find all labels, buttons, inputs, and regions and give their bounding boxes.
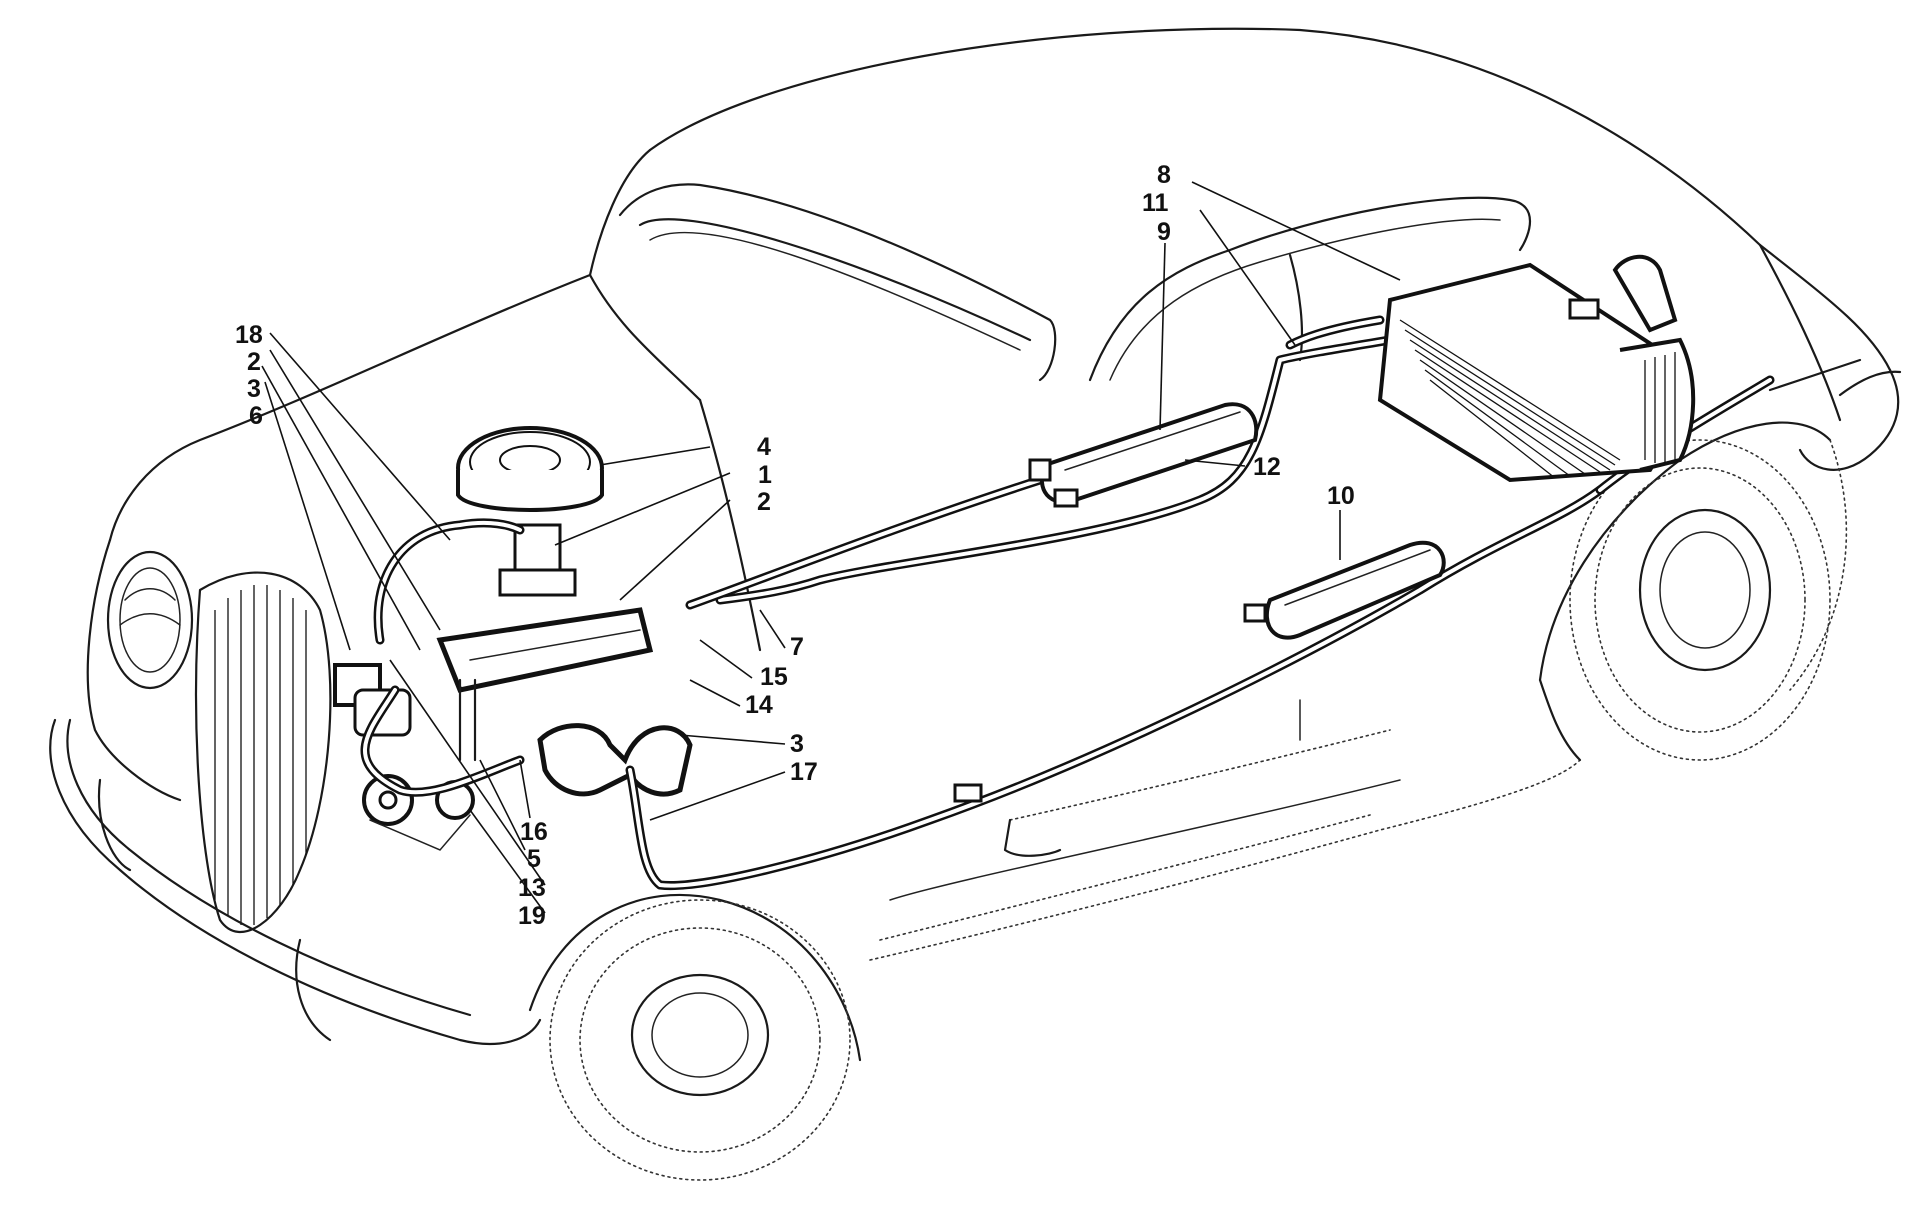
callout-11: 11 (1142, 189, 1169, 217)
callout-5: 5 (527, 845, 541, 873)
callout-18: 18 (235, 321, 263, 349)
callout-15: 15 (760, 663, 788, 691)
callout-labels: 18 2 3 6 4 1 2 8 11 9 12 10 7 15 14 3 17… (235, 161, 1355, 930)
callout-1: 1 (758, 461, 772, 489)
callout-4: 4 (757, 433, 771, 461)
callout-2-right: 2 (757, 488, 771, 516)
callout-9: 9 (1157, 218, 1171, 246)
callout-17: 17 (790, 758, 818, 786)
callout-13: 13 (518, 874, 546, 902)
grille-hatching (214, 585, 307, 925)
car-body-outline (49, 27, 1902, 1181)
callout-6: 6 (249, 402, 263, 430)
callout-16: 16 (520, 818, 548, 846)
callout-12: 12 (1253, 453, 1281, 481)
callout-3-left: 3 (247, 375, 261, 403)
callout-3-right: 3 (790, 730, 804, 758)
leader-lines (261, 181, 1401, 914)
callout-14: 14 (745, 691, 773, 719)
callout-19: 19 (518, 902, 546, 930)
callout-10: 10 (1327, 482, 1355, 510)
callout-8: 8 (1157, 161, 1171, 189)
fuel-tank (1377, 254, 1696, 483)
callout-7: 7 (790, 633, 804, 661)
muffler-lower (953, 540, 1446, 803)
callout-2-left: 2 (247, 348, 261, 376)
muffler-upper (1028, 402, 1259, 508)
